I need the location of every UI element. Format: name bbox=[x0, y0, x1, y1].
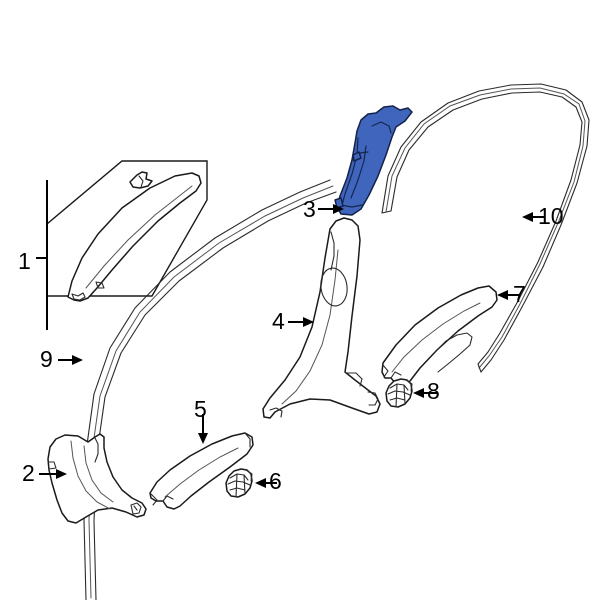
part-3-b-pillar-upper-trim-highlighted bbox=[334, 105, 413, 216]
part-1-a-pillar-upper-trim bbox=[67, 172, 202, 302]
leader-2 bbox=[39, 469, 67, 479]
part-6-retainer-clip bbox=[225, 468, 253, 498]
leader-5 bbox=[198, 414, 208, 444]
callout-label-8: 8 bbox=[427, 378, 440, 404]
part-1-clip-symbol bbox=[129, 171, 153, 189]
leader-1 bbox=[36, 180, 48, 330]
leader-7 bbox=[497, 290, 520, 300]
leader-4 bbox=[288, 317, 314, 327]
callout-label-4: 4 bbox=[272, 308, 285, 334]
callout-label-10: 10 bbox=[538, 203, 564, 229]
callout-label-6: 6 bbox=[269, 468, 282, 494]
part-5-front-door-sill-plate bbox=[149, 432, 254, 510]
part-2-cowl-side-kick-panel bbox=[47, 433, 147, 524]
leader-8 bbox=[413, 388, 437, 398]
callout-label-5: 5 bbox=[194, 396, 207, 422]
callout-label-3: 3 bbox=[303, 196, 316, 222]
part-10-rear-door-weatherstrip bbox=[381, 83, 590, 373]
callout-label-1: 1 bbox=[18, 248, 31, 274]
part-4-b-pillar-lower-trim bbox=[262, 217, 381, 419]
leader-9 bbox=[58, 355, 83, 365]
callout-label-2: 2 bbox=[22, 460, 35, 486]
callout-label-7: 7 bbox=[513, 281, 526, 307]
leader-10 bbox=[522, 212, 545, 222]
leader-3 bbox=[318, 204, 344, 214]
part-7-rear-door-sill-plate bbox=[381, 285, 498, 387]
part-8-retainer-clip bbox=[385, 378, 413, 408]
callout-label-9: 9 bbox=[40, 346, 53, 372]
leader-6 bbox=[255, 478, 277, 488]
